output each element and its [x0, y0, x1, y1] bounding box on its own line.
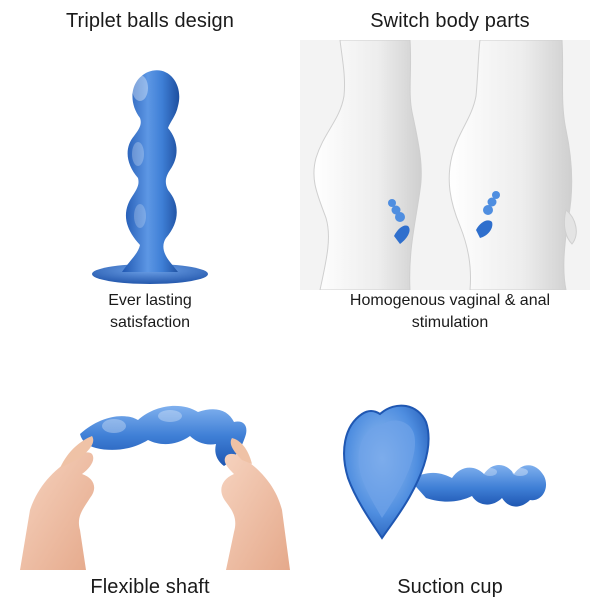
panel-flexible-shaft: Flexible shaft [0, 300, 300, 600]
caption-line: Ever lasting [108, 292, 192, 309]
panel-title: Triplet balls design [65, 10, 234, 32]
panel-suction-cup: Suction cup [300, 300, 600, 600]
suction-cup-product-image [343, 404, 547, 540]
panel-title: Switch body parts [370, 10, 530, 32]
caption-line: stimulation [411, 314, 489, 331]
body-illustration [300, 40, 590, 290]
panel-caption: Ever lasting satisfaction [0, 290, 300, 334]
panel-caption: Homogenous vaginal & anal stimulation [300, 290, 600, 334]
caption-line: satisfaction [109, 314, 191, 331]
panel-triplet-balls: Triplet balls design Ever lasting satisf… [0, 0, 300, 331]
beaded-product-image [92, 70, 208, 284]
caption-line: Homogenous vaginal & anal [349, 292, 551, 309]
panel-title: Suction cup [397, 576, 503, 598]
hands-bending-product-image [20, 405, 290, 570]
panel-switch-body-parts: Switch body parts Homogen [300, 0, 600, 331]
panel-title: Flexible shaft [90, 576, 210, 598]
